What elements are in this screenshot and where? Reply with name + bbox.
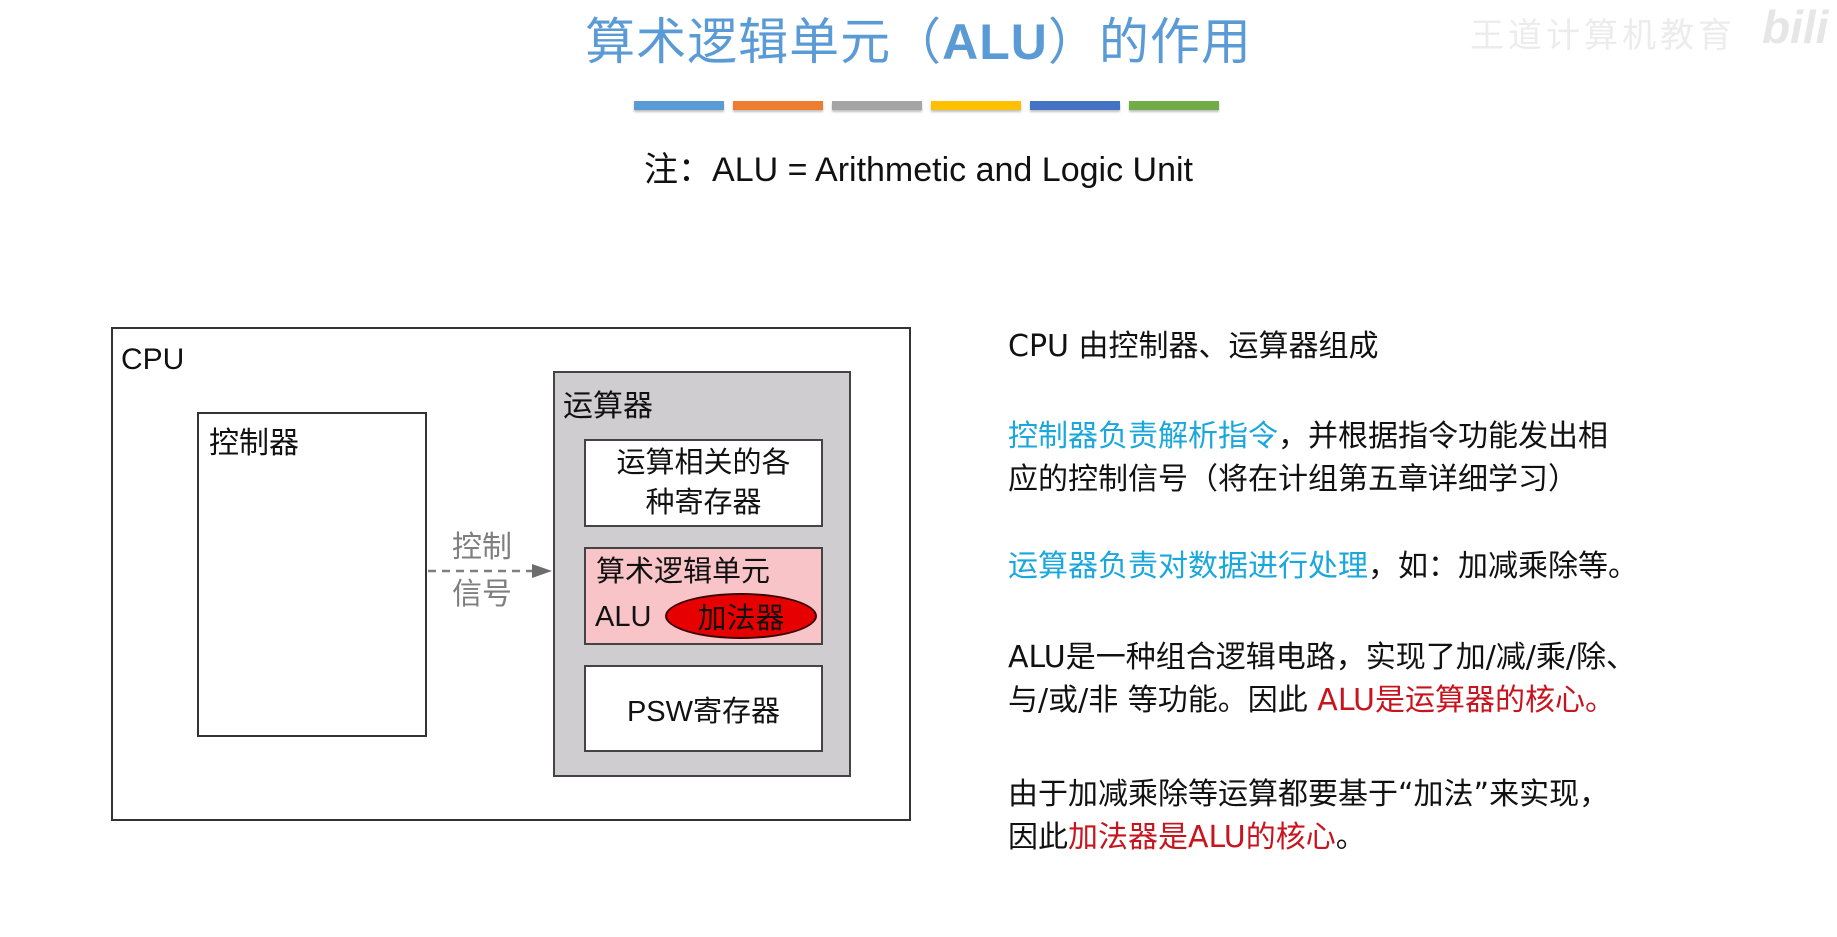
arrow-head-icon [532, 564, 552, 578]
controller-box [197, 412, 427, 737]
control-signal-arrow [428, 564, 552, 578]
alu-label: 算术逻辑单元 [596, 556, 771, 588]
color-bar [1129, 101, 1219, 110]
text-segment: ，并根据指令功能发出相 [1278, 419, 1608, 454]
text-segment: ，如：加减乘除等。 [1368, 549, 1638, 584]
color-bar [1030, 101, 1120, 110]
highlight-red: 加法器是ALU的核心 [1068, 820, 1336, 855]
color-bar-strip [634, 101, 1219, 111]
registers-box [584, 439, 823, 527]
color-bar [832, 101, 922, 110]
adder-ellipse: 加法器 [665, 593, 817, 639]
adder-label: 加法器 [697, 603, 785, 635]
title-suffix: ）的作用 [1047, 14, 1252, 70]
adder-description: 由于加减乘除等运算都要基于“加法”来实现， 因此加法器是ALU的核心。 [1008, 773, 1609, 859]
registers-label-line1: 运算相关的各 [616, 447, 791, 479]
controller-description: 控制器负责解析指令，并根据指令功能发出相 应的控制信号（将在计组第五章详细学习） [1008, 415, 1608, 501]
alu-abbreviation: ALU [595, 601, 652, 633]
alu-description: ALU是一种组合逻辑电路，实现了加/减/乘/除、 与/或/非 等功能。因此 AL… [1008, 636, 1636, 722]
alu-description-line2: 与/或/非 等功能。因此 ALU是运算器的核心。 [1008, 679, 1636, 722]
color-bar [931, 101, 1021, 110]
adder-description-line2: 因此加法器是ALU的核心。 [1008, 816, 1609, 859]
psw-register-box [584, 665, 823, 752]
alu-description-line1: ALU是一种组合逻辑电路，实现了加/减/乘/除、 [1008, 640, 1637, 675]
title-prefix: 算术逻辑单元（ [585, 14, 943, 70]
color-bar [733, 101, 823, 110]
text-segment: 。 [1335, 820, 1366, 855]
controller-label: 控制器 [209, 427, 299, 460]
arith-unit-description: 运算器负责对数据进行处理，如：加减乘除等。 [1008, 545, 1638, 588]
watermark-text: 王道计算机教育 [1470, 17, 1736, 55]
color-bar [634, 101, 724, 110]
arithmetic-unit-label: 运算器 [563, 390, 653, 423]
control-signal-label-line2: 信号 [452, 578, 512, 611]
highlight-blue: 运算器负责对数据进行处理 [1008, 549, 1368, 584]
registers-label-line2: 种寄存器 [645, 487, 762, 519]
highlight-blue: 控制器负责解析指令 [1008, 419, 1278, 454]
psw-register-label: PSW寄存器 [626, 695, 781, 728]
cpu-composition-text: CPU 由控制器、运算器组成 [1008, 329, 1379, 364]
title-alu: ALU [942, 14, 1048, 70]
adder-description-line1: 由于加减乘除等运算都要基于“加法”来实现， [1008, 777, 1610, 812]
highlight-red: ALU是运算器的核心。 [1317, 683, 1615, 718]
cpu-label: CPU [121, 343, 185, 376]
text-segment: 与/或/非 等功能。因此 [1008, 683, 1318, 718]
page-title: 算术逻辑单元（ALU）的作用 [0, 14, 1837, 70]
bilibili-logo-icon: bili [1762, 1, 1829, 53]
text-segment: 因此 [1008, 820, 1068, 855]
controller-description-line1: 控制器负责解析指令，并根据指令功能发出相 [1008, 415, 1608, 458]
definition-note: 注：ALU = Arithmetic and Logic Unit [644, 151, 1193, 189]
registers-label: 运算相关的各 种寄存器 [584, 439, 823, 527]
control-signal-label-line1: 控制 [452, 531, 512, 564]
controller-description-line2: 应的控制信号（将在计组第五章详细学习） [1008, 462, 1578, 497]
